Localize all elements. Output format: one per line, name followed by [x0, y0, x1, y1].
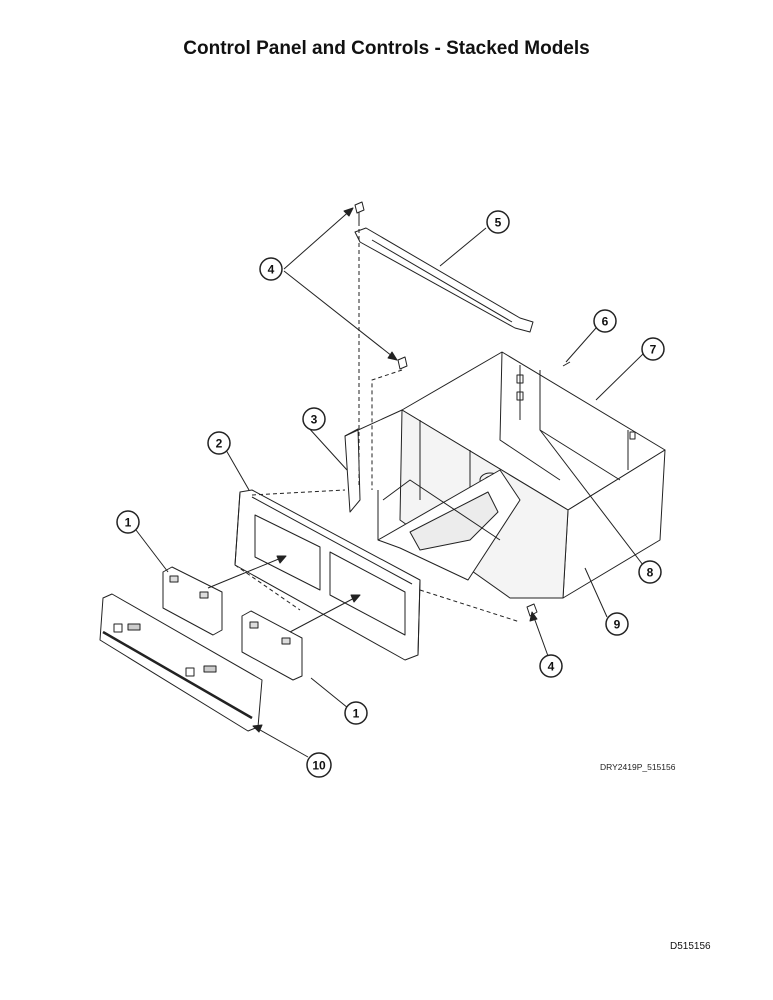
callout-9: 9 [605, 612, 629, 636]
control-board-part [162, 566, 303, 681]
svg-text:6: 6 [602, 315, 609, 329]
callout-1-left: 1 [116, 510, 140, 534]
screw-parts [354, 201, 571, 617]
svg-text:1: 1 [125, 516, 132, 530]
callout-4-top: 4 [259, 257, 283, 281]
top-strap-part [354, 227, 534, 333]
callout-4-bottom: 4 [539, 654, 563, 678]
callout-5: 5 [486, 210, 510, 234]
callouts: 1 1 2 3 4 4 4 5 6 7 8 9 10 [116, 210, 665, 778]
svg-text:5: 5 [495, 216, 502, 230]
callout-8: 8 [638, 560, 662, 584]
control-panel-frame-part [234, 489, 421, 661]
page-title: Control Panel and Controls - Stacked Mod… [183, 38, 590, 59]
assembly-guide-lines [234, 215, 521, 623]
svg-text:4: 4 [548, 660, 555, 674]
svg-text:10: 10 [312, 759, 326, 773]
svg-text:4: 4 [268, 263, 275, 277]
side-bracket-part [344, 409, 403, 513]
callout-7: 7 [641, 337, 665, 361]
svg-text:1: 1 [353, 707, 360, 721]
callout-3: 3 [302, 407, 326, 431]
document-number: D515156 [670, 941, 711, 952]
svg-text:7: 7 [650, 343, 657, 357]
callout-10: 10 [306, 752, 332, 778]
svg-text:3: 3 [311, 413, 318, 427]
callout-1-bottom: 1 [344, 701, 368, 725]
leader-lines [135, 207, 646, 758]
svg-text:8: 8 [647, 566, 654, 580]
drawing-code: DRY2419P_515156 [600, 762, 676, 772]
callout-6: 6 [593, 309, 617, 333]
svg-text:9: 9 [614, 618, 621, 632]
callout-2: 2 [207, 431, 231, 455]
control-housing-part [377, 351, 666, 599]
svg-text:2: 2 [216, 437, 223, 451]
